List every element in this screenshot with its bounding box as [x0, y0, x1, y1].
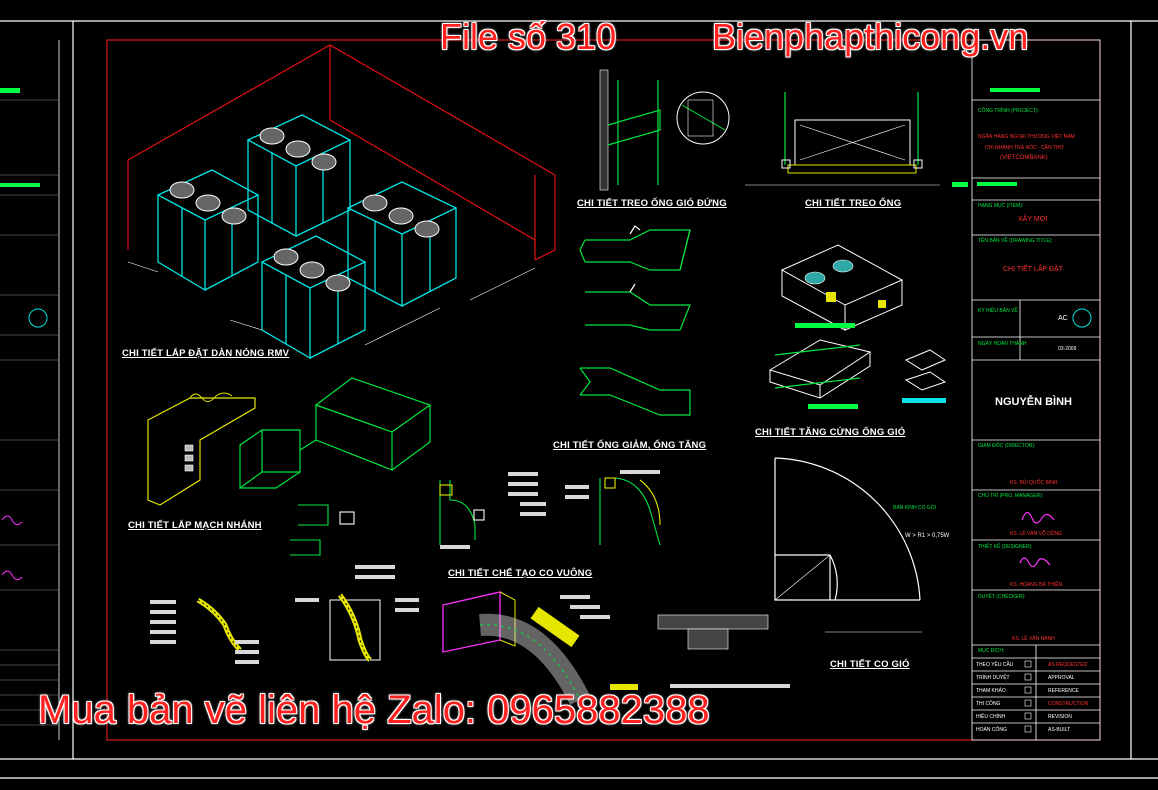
designer-sign-name: KS. HOÀNG BÁ THIỆN — [1010, 582, 1063, 588]
left-partial-titleblock — [0, 40, 60, 740]
drawing-value: CHI TIẾT LẮP ĐẶT — [1003, 266, 1063, 273]
manager-label: CHỦ TRÌ (PRO. MANAGER): — [978, 493, 1044, 499]
project-line3: (VIETCOMBANK) — [1000, 155, 1048, 161]
label-duct-elbow: CHI TIẾT CO GIÓ — [830, 659, 910, 670]
purpose-right-4: REVISION — [1048, 714, 1072, 720]
vertical-duct-hanger-drawing — [599, 69, 730, 191]
purpose-checkboxes — [1024, 660, 1032, 733]
insulation-details — [196, 591, 769, 706]
duct-stiffener-drawing — [768, 244, 947, 409]
purpose-right-3: CONSTRUCTION — [1048, 701, 1089, 707]
director-label: GIÁM ĐỐC (DIRECTOR): — [978, 443, 1036, 449]
purpose-right-2: REFERENCE — [1048, 688, 1079, 694]
symbol-code: AC — [1058, 315, 1068, 322]
label-square-elbow: CHI TIẾT CHẾ TẠO CO VUÔNG — [448, 568, 593, 579]
symbol-circle — [1072, 308, 1092, 328]
elbow-radius-note: BÁN KÍNH CO GÓI — [893, 505, 937, 511]
duct-elbow-drawing — [774, 457, 922, 633]
outdoor-room-walls — [127, 44, 556, 261]
purpose-label: MỤC ĐÍCH: — [978, 648, 1005, 654]
sheet-frame — [0, 20, 1158, 779]
checker-name: KS. LÊ VĂN HÀNH — [1012, 636, 1055, 642]
purpose-right-5: AS-BUILT — [1048, 727, 1071, 733]
project-label: CÔNG TRÌNH (PROJECT): — [978, 108, 1040, 114]
website-overlay: Bienphapthicong.vn — [712, 16, 1029, 57]
reducer-drawing — [579, 225, 691, 416]
branch-takeoff-small — [290, 504, 355, 556]
file-number-overlay: File số 310 — [440, 16, 617, 57]
annotation-text-blocks — [150, 470, 790, 688]
pipe-hanger-drawing — [745, 92, 968, 187]
outdoor-units — [156, 114, 458, 360]
designer-signature — [1019, 557, 1051, 568]
outdoor-dimensions — [127, 261, 536, 346]
item-label: HẠNG MỤC (ITEM): — [978, 203, 1024, 209]
square-elbow-drawing — [439, 477, 661, 546]
purpose-left-4: HIỆU CHỈNH — [976, 714, 1006, 720]
project-line2: CHI NHÁNH TRÀ NÓC - CẦN THƠ — [985, 145, 1064, 151]
label-outdoor-units: CHI TIẾT LẮP ĐẶT DÀN NÓNG RMV — [122, 348, 290, 359]
titleblock-bar — [977, 182, 1017, 186]
drawing-label: TÊN BẢN VẼ (DRAWING TITLE): — [978, 238, 1053, 244]
purpose-left-1: TRÌNH DUYỆT — [976, 675, 1010, 681]
label-branch-install: CHI TIẾT LẮP MẠCH NHÁNH — [128, 520, 262, 531]
date-label: NGÀY HOÀN THÀNH — [978, 341, 1027, 347]
branch-install-drawing — [147, 377, 432, 506]
label-pipe-hanger: CHI TIẾT TREO ỐNG — [805, 198, 902, 209]
label-reducer: CHI TIẾT ỐNG GIẢM, ỐNG TĂNG — [553, 440, 707, 451]
outdoor-fans — [169, 127, 440, 292]
title-block-frame — [971, 39, 1101, 741]
label-duct-stiffener: CHI TIẾT TĂNG CỨNG ỐNG GIÓ — [755, 427, 906, 438]
contact-overlay: Mua bản vẽ liên hệ Zalo: 0965882388 — [38, 688, 710, 732]
purpose-left-3: THI CÔNG — [976, 701, 1001, 707]
symbol-label: KÝ HIỆU BẢN VẼ — [978, 308, 1018, 314]
manager-signature — [1021, 511, 1055, 524]
checker-label: DUYỆT (CHECKER): — [978, 594, 1026, 600]
titleblock-logo-bar — [990, 88, 1040, 92]
purpose-left-2: THAM KHẢO — [976, 688, 1006, 694]
director-name: KS. BÙI QUỐC BÌNH — [1010, 480, 1058, 486]
purpose-left-5: HOÀN CÔNG — [976, 727, 1007, 733]
manager-name: KS. LÊ VĂN VÕ DŨNG — [1010, 531, 1062, 537]
date-value: 03-2009 — [1058, 346, 1077, 352]
purpose-left-0: THEO YÊU CẦU — [976, 662, 1014, 668]
designer-label: THIẾT KẾ (DESIGNER): — [978, 544, 1033, 550]
purpose-right-0: AS REQUESTED — [1048, 662, 1088, 668]
item-value: XÂY MỚI — [1018, 216, 1048, 223]
project-line1: NGÂN HÀNG NGOẠI THƯƠNG VIỆT NAM — [978, 134, 1075, 140]
label-vertical-duct-hanger: CHI TIẾT TREO ỐNG GIÓ ĐỨNG — [577, 198, 727, 209]
designer-name: NGUYỄN BÌNH — [995, 396, 1073, 408]
purpose-right-1: APPROVAL — [1048, 675, 1075, 681]
elbow-note: W > R1 > 0,75W — [905, 533, 950, 539]
